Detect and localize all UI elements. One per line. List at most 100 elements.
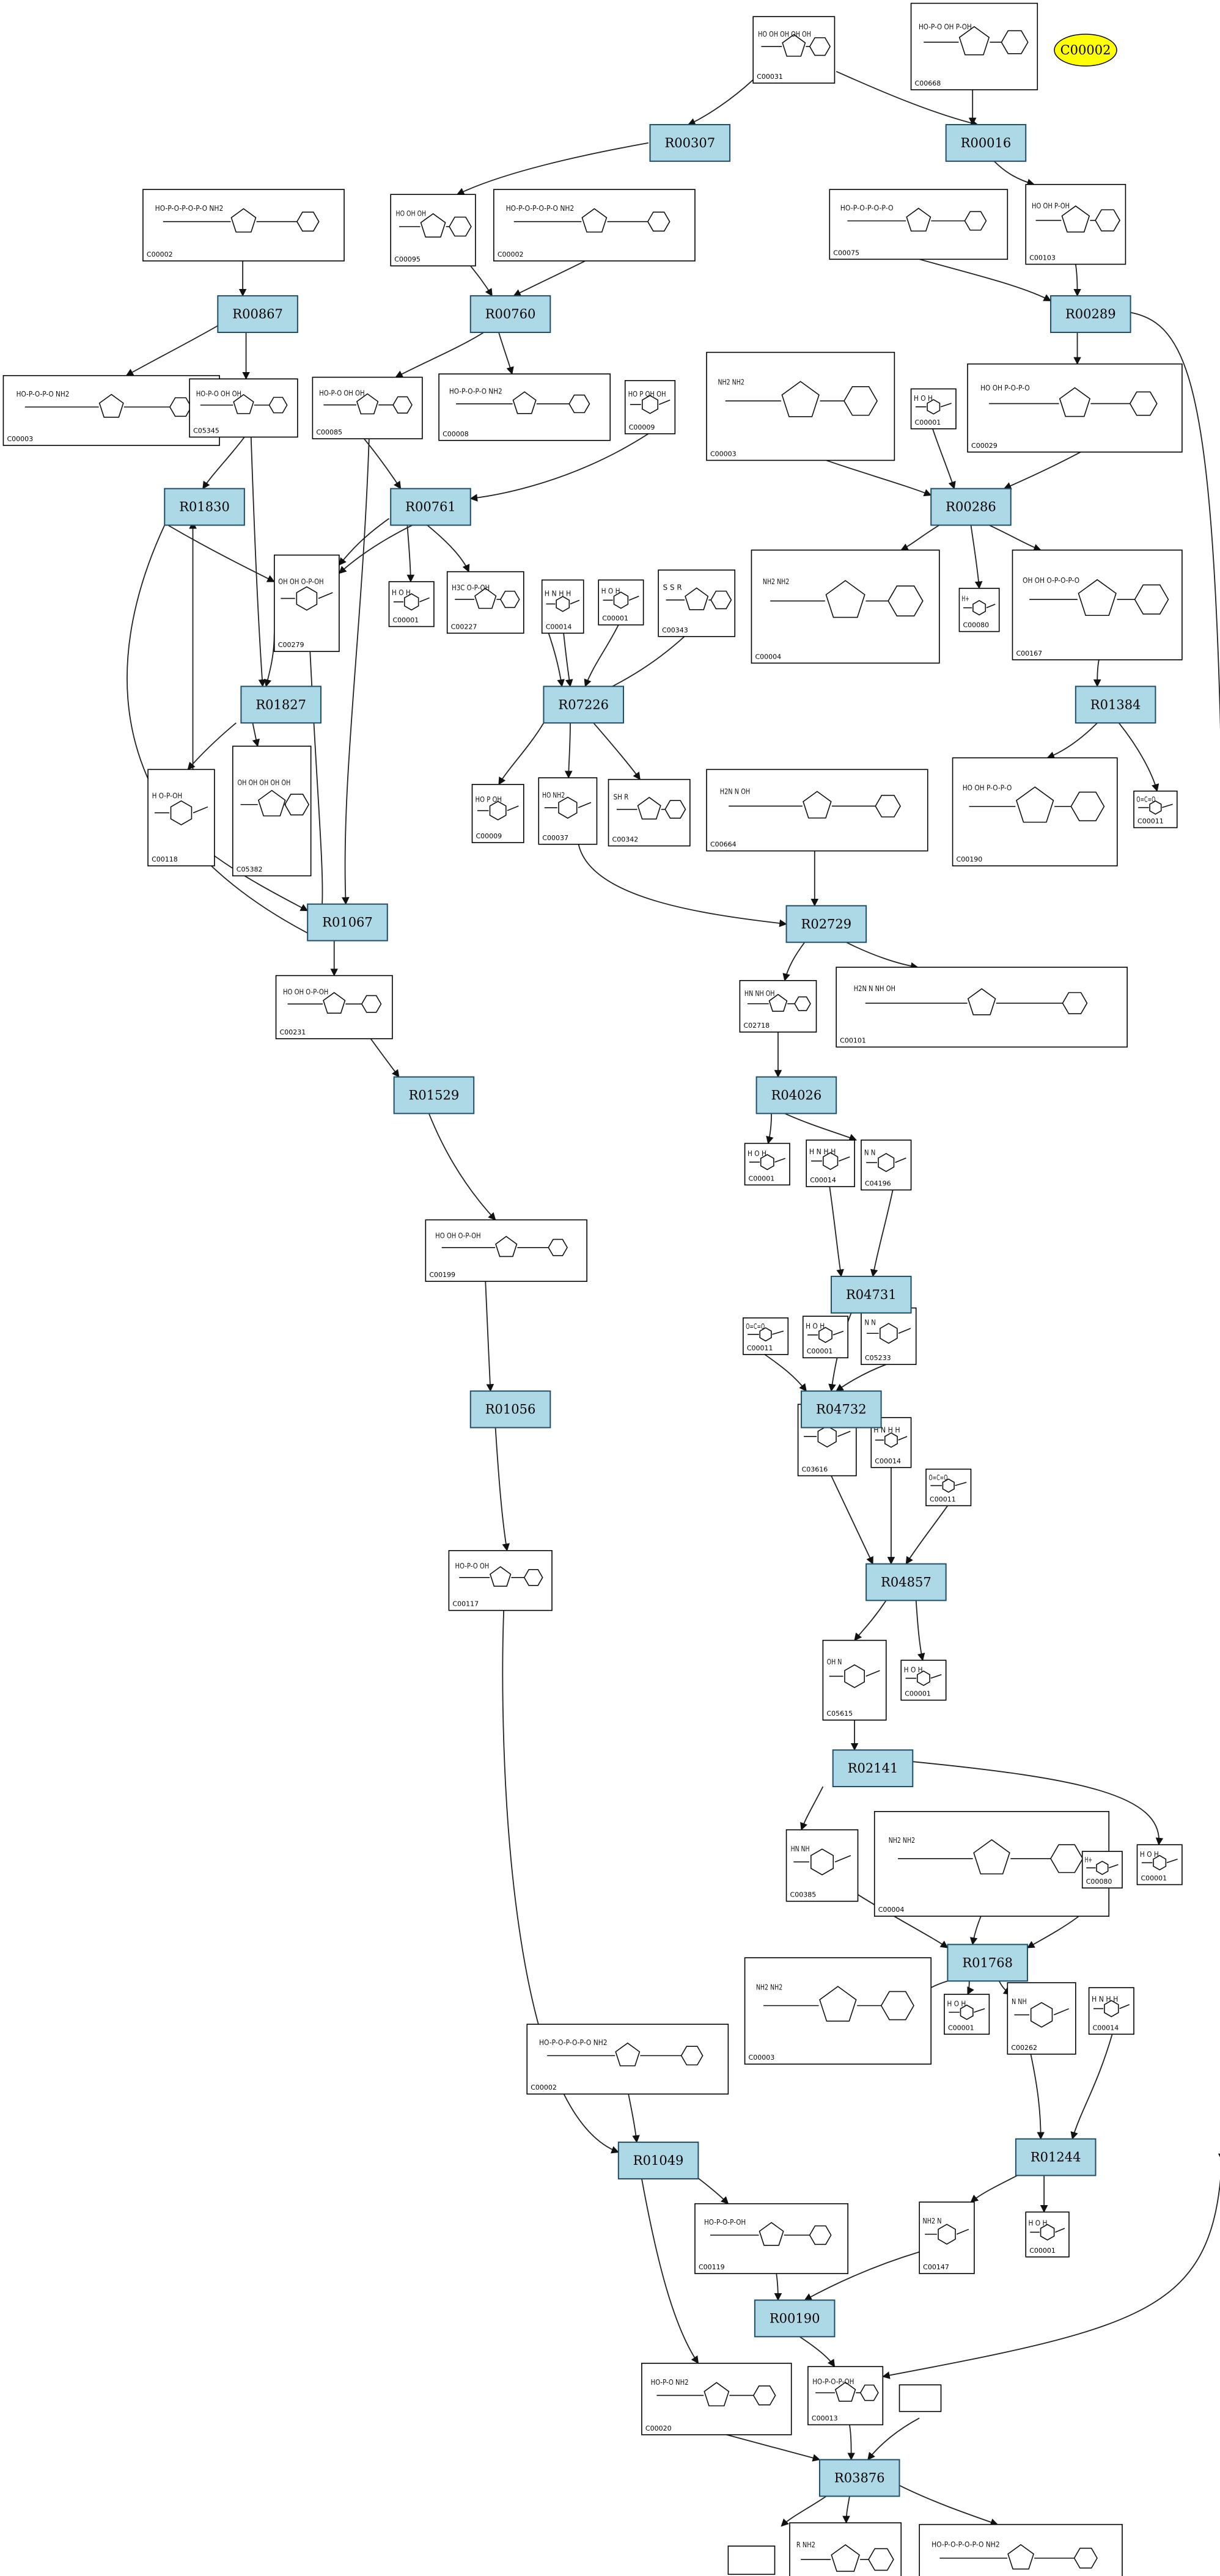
compound-id: C00009 [476, 832, 502, 840]
reaction-node[interactable]: R01384 [1075, 686, 1156, 724]
reaction-edge [469, 433, 649, 502]
empty-node[interactable] [898, 2384, 942, 2412]
reaction-node[interactable]: R04731 [831, 1275, 912, 1314]
reaction-node[interactable]: R04026 [755, 1076, 837, 1114]
reaction-node[interactable]: R00286 [930, 488, 1012, 526]
ring-bond [1104, 2000, 1119, 2018]
compound-box [1081, 1851, 1123, 1889]
reaction-node[interactable]: R01049 [617, 2142, 699, 2179]
reaction-node[interactable]: R02729 [785, 905, 867, 943]
reaction-edge [1093, 659, 1101, 687]
reaction-node[interactable]: R01244 [1015, 2138, 1097, 2176]
compound-node[interactable]: R NH2C03169 [789, 2522, 902, 2576]
reaction-node[interactable]: R00307 [649, 124, 731, 162]
reaction-node[interactable]: R01827 [240, 686, 322, 724]
reaction-node[interactable]: R00761 [390, 488, 471, 526]
reaction-node[interactable]: R01067 [307, 903, 388, 942]
reaction-node[interactable]: R03876 [818, 2459, 900, 2497]
empty-node[interactable] [727, 2545, 776, 2575]
reaction-node[interactable]: R01056 [469, 1390, 551, 1429]
reaction-node[interactable]: R00867 [217, 295, 298, 334]
reaction-node[interactable]: R04857 [865, 1563, 947, 1601]
reaction-node[interactable]: R07226 [543, 686, 624, 724]
reaction-node[interactable]: R00016 [945, 124, 1027, 162]
reaction-node[interactable]: R01830 [164, 488, 245, 526]
reaction-node[interactable]: R02141 [832, 1749, 914, 1787]
reaction-node[interactable]: R00760 [469, 295, 551, 334]
compound-id: C00167 [1016, 649, 1042, 657]
compound-box [958, 588, 1000, 632]
reaction-node[interactable]: R04732 [801, 1390, 882, 1429]
reaction-node[interactable]: R01768 [947, 1944, 1028, 1982]
compound-node[interactable]: H+C00080 [1081, 1851, 1123, 1889]
reaction-label: R04857 [881, 1575, 932, 1589]
reaction-node[interactable]: R00190 [754, 2299, 836, 2338]
reaction-node[interactable]: R01529 [393, 1076, 475, 1114]
compound-node[interactable]: H+C00080 [958, 588, 1000, 632]
ring-bond [296, 586, 318, 611]
reaction-node[interactable]: R00289 [1050, 295, 1131, 334]
atom-labels: HO OH O-P-OH [283, 988, 328, 997]
legend-ellipse[interactable] [1054, 34, 1117, 67]
